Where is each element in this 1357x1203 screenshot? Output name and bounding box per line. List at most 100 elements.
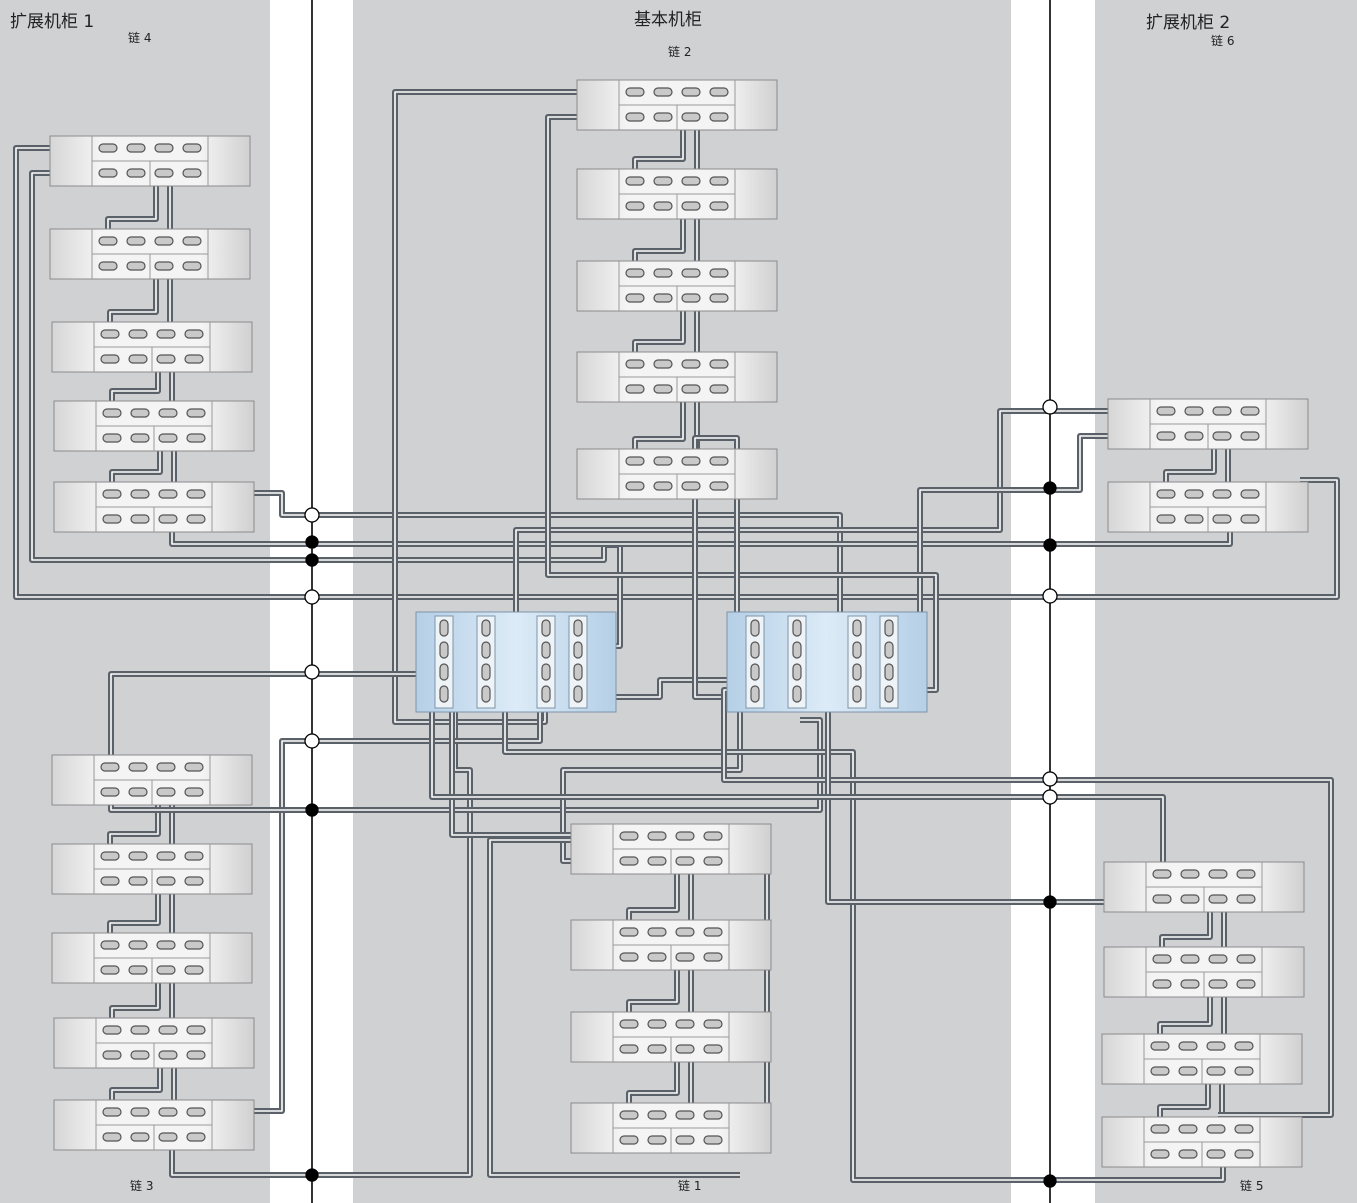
labels: 扩展机柜 1 链 4 链 3 基本机柜 链 2 链 1 扩展机柜 2 链 6 链… — [10, 10, 1263, 1193]
sas-port — [158, 514, 178, 524]
sas-port — [102, 408, 122, 418]
sas-port — [675, 1110, 695, 1120]
sas-port — [130, 1107, 150, 1117]
crossover-circle-icon — [1042, 588, 1058, 604]
sas-port — [184, 762, 204, 772]
hba-port — [884, 641, 894, 659]
disk-shelf-8 — [51, 932, 253, 984]
sas-port — [653, 112, 673, 122]
junctions — [304, 399, 1058, 1188]
sas-port — [709, 293, 729, 303]
sas-port — [156, 787, 176, 797]
sas-port — [186, 514, 206, 524]
hba-port — [750, 685, 760, 703]
sas-port — [703, 1044, 723, 1054]
sas-port — [709, 87, 729, 97]
sas-port — [709, 456, 729, 466]
sas-port — [186, 433, 206, 443]
sas-port — [158, 1107, 178, 1117]
hba-port — [541, 685, 551, 703]
sas-port — [130, 489, 150, 499]
sas-port — [156, 354, 176, 364]
junction-dot-icon — [1043, 538, 1057, 552]
controller-2 — [726, 611, 928, 713]
hba-port — [541, 619, 551, 637]
sas-port — [126, 236, 146, 246]
sas-port — [1234, 1041, 1254, 1051]
sas-port — [625, 112, 645, 122]
sas-port — [681, 456, 701, 466]
sas-port — [156, 851, 176, 861]
sas-port — [98, 143, 118, 153]
sas-port — [1156, 489, 1176, 499]
sas-port — [186, 1025, 206, 1035]
sas-port — [1234, 1124, 1254, 1134]
sas-port — [1234, 1066, 1254, 1076]
sas-port — [625, 268, 645, 278]
sas-port — [619, 1135, 639, 1145]
sas-port — [1152, 979, 1172, 989]
hba-port — [481, 685, 491, 703]
sas-port — [100, 940, 120, 950]
sas-port — [647, 856, 667, 866]
sas-port — [184, 940, 204, 950]
disk-shelf-14 — [576, 351, 778, 403]
hba-port — [439, 663, 449, 681]
sas-port — [675, 1019, 695, 1029]
sas-port — [184, 329, 204, 339]
sas-port — [158, 1050, 178, 1060]
sas-port — [156, 329, 176, 339]
sas-port — [186, 1132, 206, 1142]
sas-port — [1208, 954, 1228, 964]
hba-port — [439, 619, 449, 637]
crossover-circle-icon — [304, 733, 320, 749]
sas-port — [184, 851, 204, 861]
sas-port — [98, 261, 118, 271]
sas-port — [619, 1019, 639, 1029]
sas-port — [647, 1019, 667, 1029]
controllers — [415, 611, 928, 713]
sas-port — [703, 1019, 723, 1029]
disk-shelf-2 — [49, 228, 251, 280]
sas-port — [625, 359, 645, 369]
sas-port — [1234, 1149, 1254, 1159]
crossover-circle-icon — [1042, 771, 1058, 787]
chain-1-label: 链 1 — [678, 1178, 701, 1193]
sas-port — [619, 856, 639, 866]
sas-port — [675, 856, 695, 866]
sas-cable-chain4-core — [15, 147, 1338, 598]
sas-port — [653, 384, 673, 394]
hba-port — [852, 663, 862, 681]
sas-port — [154, 261, 174, 271]
disk-shelf-10 — [53, 1099, 255, 1151]
disk-shelf-18 — [570, 1011, 772, 1063]
sas-port — [154, 236, 174, 246]
sas-port — [184, 876, 204, 886]
sas-port — [102, 433, 122, 443]
sas-port — [1184, 406, 1204, 416]
hba-port — [541, 663, 551, 681]
sas-port — [128, 965, 148, 975]
chain-2-label: 链 2 — [668, 44, 691, 59]
sas-cable-chain5-core — [431, 648, 1164, 874]
sas-port — [100, 876, 120, 886]
sas-port — [1156, 514, 1176, 524]
sas-port — [186, 489, 206, 499]
sas-port — [703, 856, 723, 866]
hba-port — [481, 641, 491, 659]
sas-port — [182, 168, 202, 178]
hba-card — [536, 615, 556, 709]
sas-port — [647, 1135, 667, 1145]
sas-port — [128, 354, 148, 364]
chain-5-label: 链 5 — [1240, 1178, 1263, 1193]
sas-port — [100, 787, 120, 797]
sas-port — [647, 1110, 667, 1120]
chain-6-label: 链 6 — [1211, 33, 1234, 48]
sas-port — [1178, 1041, 1198, 1051]
sas-port — [709, 268, 729, 278]
sas-port — [156, 762, 176, 772]
sas-port — [1180, 894, 1200, 904]
sas-port — [1236, 894, 1256, 904]
sas-port — [675, 1135, 695, 1145]
sas-port — [130, 514, 150, 524]
